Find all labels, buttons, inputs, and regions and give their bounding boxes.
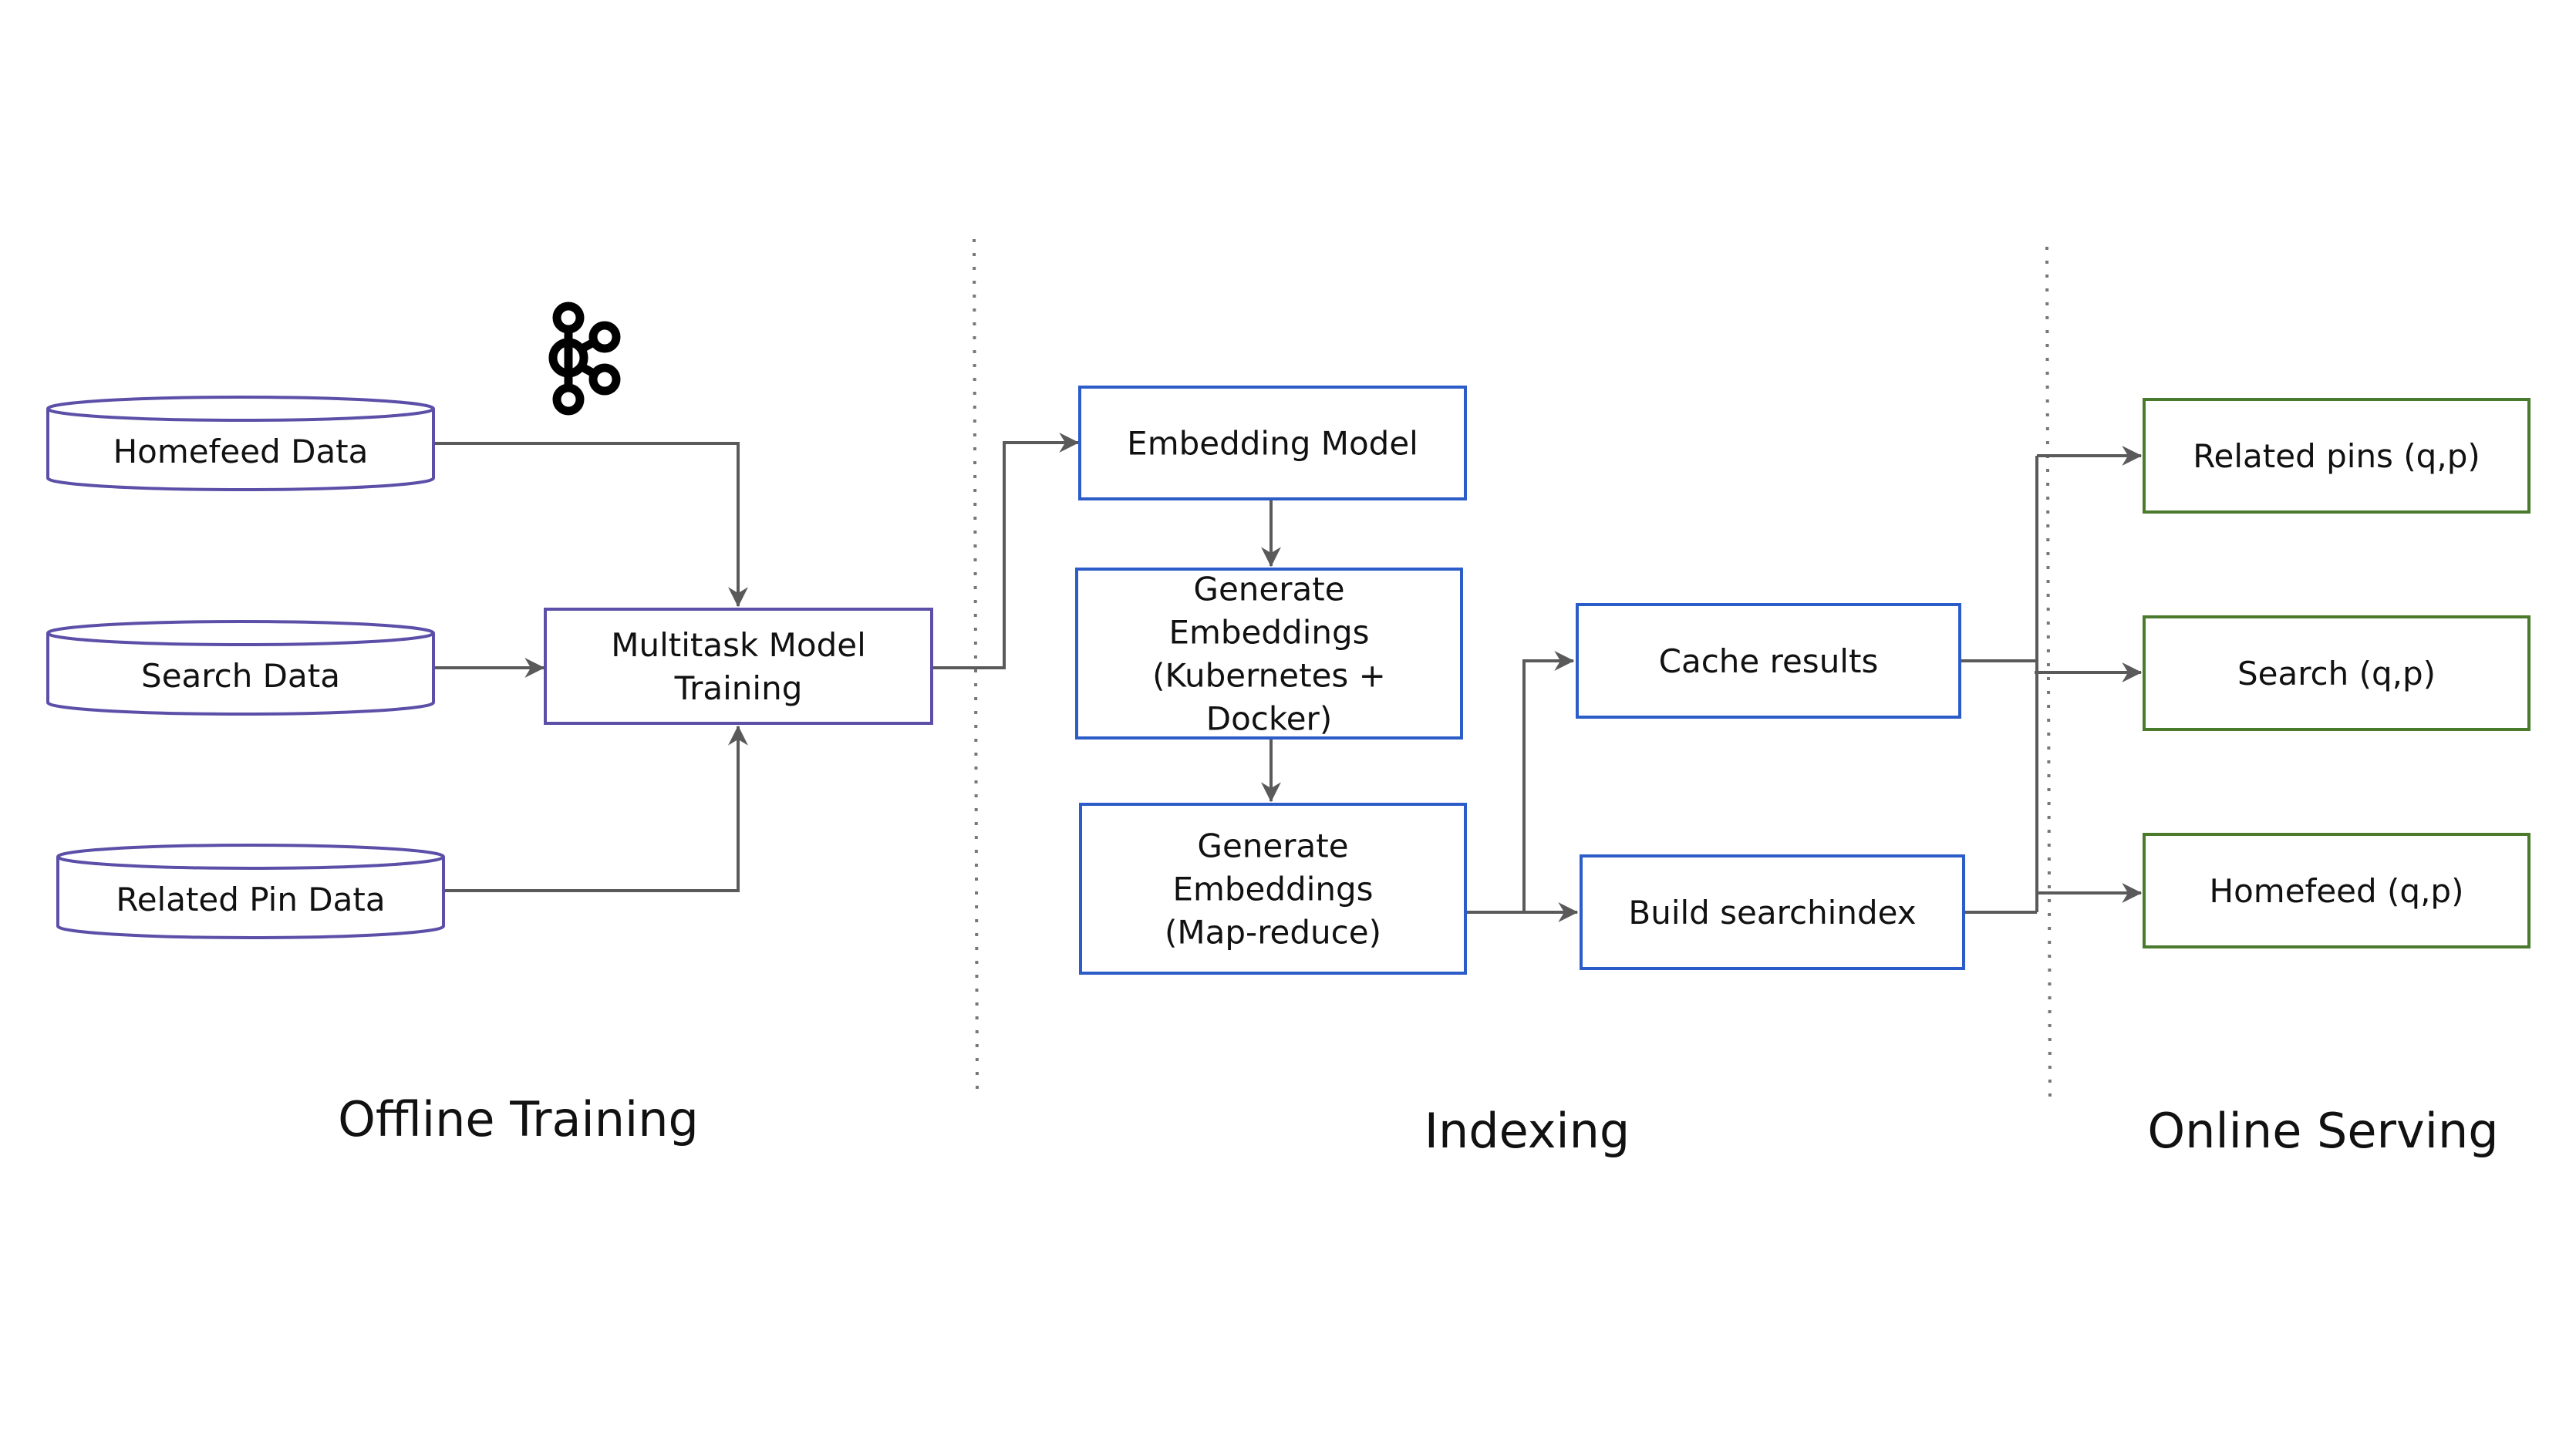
edge-gen-mr-to-cache bbox=[1522, 651, 1575, 912]
node-label: Homefeed Data bbox=[113, 433, 369, 470]
node-search-qp[interactable]: Search (q,p) bbox=[2143, 615, 2530, 731]
kafka-icon bbox=[548, 302, 621, 416]
node-label: Related pins (q,p) bbox=[2193, 437, 2480, 475]
cylinder-body bbox=[56, 857, 445, 939]
node-homefeed-qp[interactable]: Homefeed (q,p) bbox=[2143, 833, 2530, 948]
node-label: Homefeed (q,p) bbox=[2210, 872, 2464, 910]
node-label: Docker) bbox=[1206, 700, 1332, 738]
divider-indexing-serving bbox=[2045, 246, 2052, 1105]
edge-homefeed-data-to-multitask bbox=[433, 442, 748, 608]
node-homefeed-data[interactable]: Homefeed Data bbox=[46, 396, 435, 491]
node-label: Cache results bbox=[1659, 642, 1879, 680]
cylinder-top bbox=[56, 844, 445, 870]
node-box bbox=[1079, 803, 1467, 975]
node-box bbox=[1576, 603, 1961, 719]
node-label: Search (q,p) bbox=[2237, 655, 2436, 692]
node-box bbox=[2143, 615, 2530, 731]
node-box bbox=[2143, 833, 2530, 948]
node-related-pins[interactable]: Related pins (q,p) bbox=[2143, 398, 2530, 514]
section-label-indexing: Indexing bbox=[1425, 1103, 1630, 1159]
node-label: Embedding Model bbox=[1127, 425, 1418, 463]
node-box bbox=[1078, 386, 1467, 500]
cylinder-body bbox=[46, 409, 435, 491]
node-box bbox=[544, 608, 933, 725]
section-label-offline-training: Offline Training bbox=[338, 1091, 699, 1147]
cylinder-body bbox=[46, 633, 435, 716]
edge-related-pin-data-to-multitask bbox=[443, 725, 748, 892]
node-label: (Map-reduce) bbox=[1165, 914, 1381, 952]
node-label: Training bbox=[674, 669, 803, 707]
cylinder-top bbox=[46, 396, 435, 422]
node-box bbox=[1580, 854, 1965, 970]
cylinder-top bbox=[46, 620, 435, 646]
node-search-data[interactable]: Search Data bbox=[46, 620, 435, 716]
node-label: Generate bbox=[1197, 827, 1348, 865]
node-label: (Kubernetes + bbox=[1152, 657, 1386, 695]
node-label: Search Data bbox=[141, 657, 340, 695]
edge-multitask-to-embedding-model bbox=[932, 433, 1080, 669]
node-cache[interactable]: Cache results bbox=[1576, 603, 1961, 719]
node-label: Build searchindex bbox=[1628, 894, 1916, 932]
node-related-pin-data[interactable]: Related Pin Data bbox=[56, 844, 445, 939]
node-embedding-model[interactable]: Embedding Model bbox=[1078, 386, 1467, 500]
section-label-online-serving: Online Serving bbox=[2147, 1103, 2498, 1159]
node-label: Multitask Model bbox=[611, 626, 866, 664]
node-box bbox=[1075, 568, 1463, 740]
node-label: Embeddings bbox=[1172, 871, 1373, 908]
node-searchindex[interactable]: Build searchindex bbox=[1580, 854, 1965, 970]
edges bbox=[432, 433, 2143, 922]
node-box bbox=[2143, 398, 2530, 514]
node-label: Related Pin Data bbox=[116, 881, 385, 918]
node-label: Generate bbox=[1193, 571, 1344, 608]
node-label: Embeddings bbox=[1168, 614, 1369, 652]
